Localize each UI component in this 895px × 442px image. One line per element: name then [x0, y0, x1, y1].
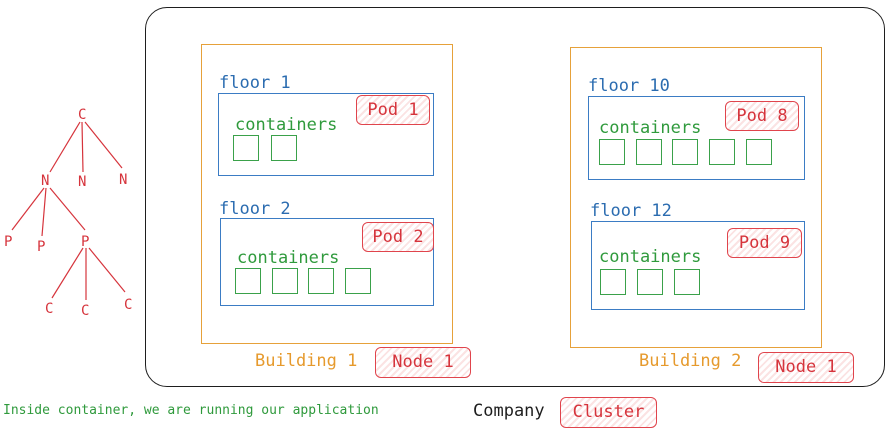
floor-label: floor 1 — [219, 73, 291, 93]
containers-label: containers — [599, 247, 702, 267]
container-box — [746, 139, 772, 165]
node-tag: Node 1 — [375, 347, 471, 378]
tree-container: C — [45, 301, 53, 317]
pod-tag: Pod 1 — [356, 95, 430, 125]
tree-pod: P — [4, 234, 12, 250]
tree-container: C — [124, 297, 132, 313]
pod-tag: Pod 9 — [727, 228, 802, 258]
tree-container: C — [81, 303, 89, 319]
node-tag: Node 1 — [758, 352, 854, 383]
containers-label: containers — [235, 115, 338, 135]
tree-root: C — [78, 107, 86, 123]
cluster-tag: Cluster — [560, 397, 657, 428]
building-label: Building 2 — [639, 351, 742, 371]
container-box — [600, 269, 626, 295]
tree-node: N — [78, 174, 86, 190]
container-box — [233, 135, 259, 161]
floor-1-frame — [218, 93, 434, 176]
tree-node: N — [41, 173, 49, 189]
floor-12-frame — [591, 221, 805, 310]
container-box — [308, 268, 334, 294]
pod-tag: Pod 2 — [362, 222, 434, 252]
company-label: Company — [473, 401, 545, 421]
container-box — [709, 139, 735, 165]
container-box — [271, 135, 297, 161]
containers-label: containers — [599, 118, 702, 138]
container-box — [637, 269, 663, 295]
container-box — [672, 139, 698, 165]
application-note: Inside container, we are running our app… — [3, 403, 379, 418]
floor-10-frame — [588, 96, 805, 180]
container-box — [636, 139, 662, 165]
containers-label: containers — [237, 248, 340, 268]
tree-pod: P — [81, 234, 89, 250]
floor-label: floor 2 — [219, 199, 291, 219]
container-box — [345, 268, 371, 294]
floor-label: floor 12 — [590, 201, 672, 221]
cluster-frame — [145, 7, 885, 387]
container-box — [235, 268, 261, 294]
building-2-frame — [570, 47, 822, 348]
tree-pod: P — [37, 239, 45, 255]
container-box — [674, 269, 700, 295]
floor-2-frame — [220, 218, 434, 306]
tree-node: N — [119, 172, 127, 188]
building-1-frame — [201, 44, 453, 344]
hierarchy-tree: C N N N P P P C C C — [4, 107, 132, 319]
container-box — [599, 139, 625, 165]
building-label: Building 1 — [255, 351, 358, 371]
floor-label: floor 10 — [588, 76, 670, 96]
pod-tag: Pod 8 — [725, 101, 799, 131]
container-box — [272, 268, 298, 294]
